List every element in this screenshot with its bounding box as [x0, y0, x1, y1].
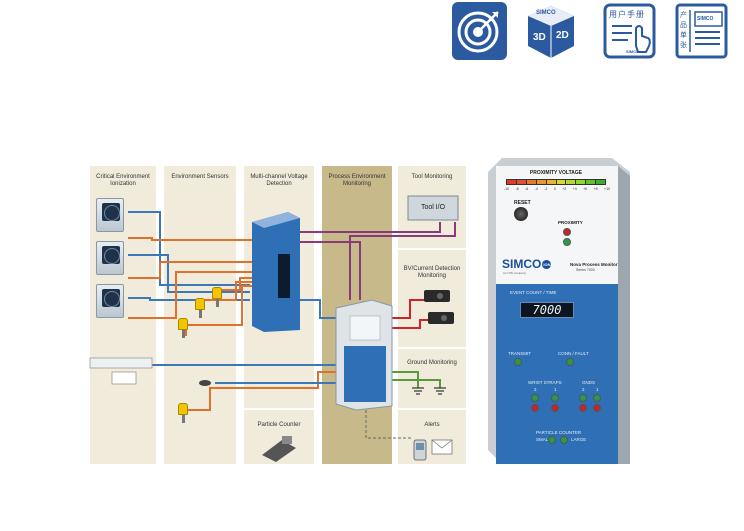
proximity-label: PROXIMITY: [558, 220, 583, 225]
transmit-label: TRANSMIT: [508, 351, 531, 356]
environment-sensor: [178, 403, 188, 423]
column-title: Process Environment Monitoring: [328, 174, 386, 187]
ionizer-device: [96, 284, 124, 318]
reset-label: RESET: [514, 200, 531, 206]
wrist-straps-label: WRIST STRAPS: [528, 380, 562, 385]
bv-current-title: BV/Current Detection Monitoring: [403, 266, 461, 279]
small-label: SMALL: [536, 437, 551, 442]
gnd-2-red-led: [579, 404, 587, 412]
product-sheet-label: 产品单张: [680, 11, 687, 49]
environment-sensor: [212, 287, 222, 307]
column-title: Critical Environment Ionization: [96, 174, 150, 187]
gnd-ch2-label: 2: [582, 387, 585, 392]
target-icon[interactable]: [452, 2, 507, 60]
user-manual-label: 用户手册: [609, 10, 645, 19]
wrist-ch2-label: 2: [534, 387, 537, 392]
reset-button[interactable]: [514, 207, 528, 221]
product-sheet-icon[interactable]: 产品单张 SIMCO: [674, 2, 729, 60]
event-count-label: EVENT COUNT / TIME: [510, 290, 557, 295]
particle-large-led: [560, 436, 568, 444]
particle-small-led: [548, 436, 556, 444]
wrist-strap-2-green-led: [531, 394, 539, 402]
large-label: LARGE: [571, 437, 587, 442]
column-title: Environment Sensors: [171, 174, 229, 180]
wrist-strap-2-red-led: [531, 404, 539, 412]
brand-label: SIMCO: [626, 49, 640, 54]
ionizer-device: [96, 241, 124, 275]
proximity-green-led: [563, 238, 571, 246]
gnd-1-red-led: [593, 404, 601, 412]
environment-sensor: [195, 298, 205, 318]
conn-fault-led: [566, 358, 574, 366]
environment-sensor: [178, 318, 188, 338]
gnd-ch1-label: 1: [596, 387, 599, 392]
proximity-red-led: [563, 228, 571, 236]
gnd-1-green-led: [593, 394, 601, 402]
gnd-2-green-led: [579, 394, 587, 402]
divider: [398, 408, 466, 410]
brand-label: SIMCO: [536, 10, 556, 16]
proximity-led-bar: [506, 179, 606, 185]
proximity-voltage-label: PROXIMITY VOLTAGE: [529, 170, 583, 176]
divider: [398, 248, 466, 250]
wrist-strap-1-green-led: [551, 394, 559, 402]
product-series: Series 7000: [576, 268, 595, 272]
particle-counter-label: PARTICLE COUNTER: [536, 430, 582, 435]
ionizer-device: [96, 198, 124, 232]
3d-label: 3D: [533, 32, 546, 43]
3d-2d-view-icon[interactable]: SIMCO 3D 2D: [524, 2, 579, 60]
user-manual-icon[interactable]: 用户手册 SIMCO: [602, 2, 657, 60]
column-title: Multi-channel Voltage Detection: [250, 174, 308, 187]
wrist-strap-1-red-led: [551, 404, 559, 412]
brand-label: SIMCO: [697, 16, 714, 22]
column-title: Tool Monitoring: [411, 174, 453, 180]
event-count-display: 7000: [520, 302, 574, 318]
particle-counter-title: Particle Counter: [257, 422, 301, 428]
wrist-ch1-label: 1: [554, 387, 557, 392]
tool-io-label: Tool I/O: [420, 204, 446, 211]
divider: [244, 408, 314, 410]
2d-label: 2D: [556, 30, 569, 41]
transmit-led: [514, 358, 522, 366]
ground-monitoring-title: Ground Monitoring: [407, 360, 457, 366]
brand-subtitle: An ITW company: [503, 271, 527, 275]
conn-fault-label: CONN / FAULT: [558, 351, 589, 356]
gnds-label: GNDS: [582, 380, 596, 385]
product-name: Nova Process Monitor: [570, 262, 618, 267]
alerts-title: Alerts: [424, 422, 440, 428]
divider: [398, 347, 466, 349]
